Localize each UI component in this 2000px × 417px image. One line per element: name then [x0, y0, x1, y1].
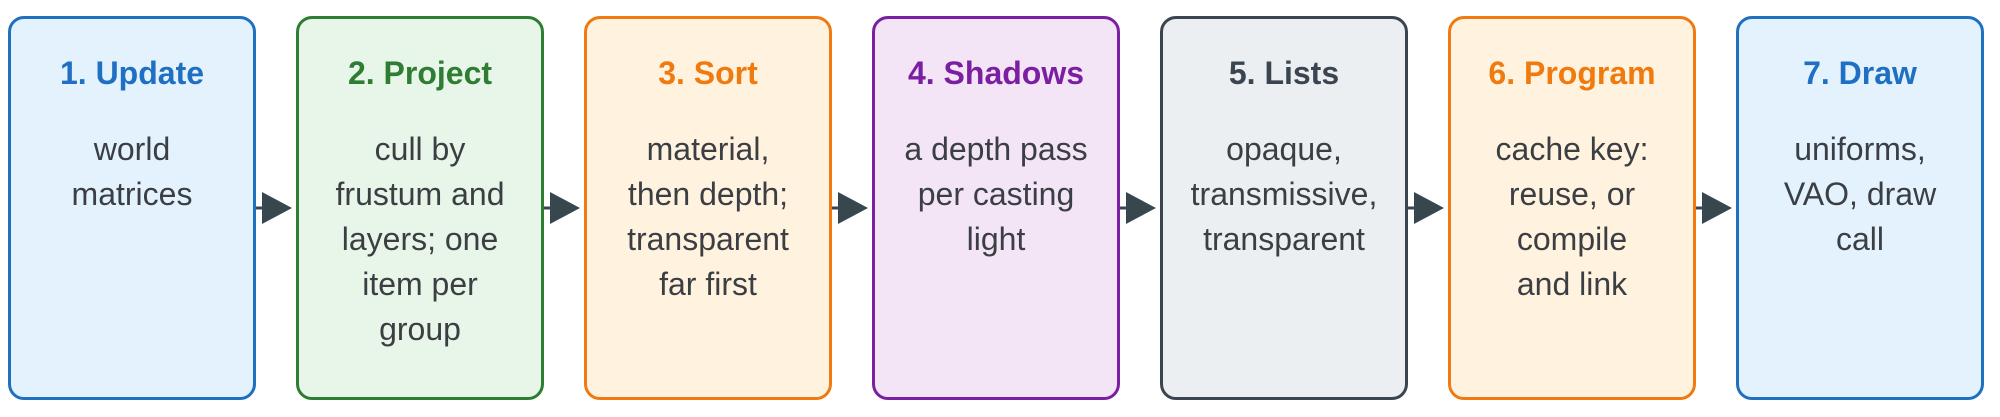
stage-description-line: world: [93, 131, 171, 167]
stage-title: 3. Sort: [658, 55, 758, 91]
stage-title: 4. Shadows: [907, 55, 1085, 91]
stage-title: 5. Lists: [1228, 55, 1340, 91]
stage-description: material, then depth; transparent far first: [599, 127, 817, 307]
stage-description-line: a depth pass: [904, 131, 1088, 167]
stage-description: opaque, transmissive, transparent: [1175, 127, 1393, 262]
stage-description-line: and link: [1516, 266, 1628, 302]
flow-arrow-icon: [544, 192, 580, 224]
flow-arrow-icon: [256, 192, 292, 224]
stage-box-7: 7. Draw uniforms, VAO, draw call: [1736, 16, 1984, 400]
stage-title: 1. Update: [59, 55, 205, 91]
stage-description: cull by frustum and layers; one item per gro…: [311, 127, 529, 352]
stage-box-4: 4. Shadows a depth pass per casting light: [872, 16, 1120, 400]
flow-arrow-icon: [1696, 192, 1732, 224]
stage-description-line: far first: [659, 266, 757, 302]
stage-description-line: item per: [362, 266, 478, 302]
stage-description-line: call: [1835, 221, 1884, 257]
stage-description-line: per casting: [917, 176, 1075, 212]
stage-title: 7. Draw: [1803, 55, 1917, 91]
stage-box-6: 6. Program cache key: reuse, or compile and …: [1448, 16, 1696, 400]
stage-title: 6. Program: [1488, 55, 1656, 91]
stage-description-line: VAO, draw: [1783, 176, 1937, 212]
stage-description-line: frustum and: [335, 176, 505, 212]
stage-description-line: light: [966, 221, 1026, 257]
stage-description-line: uniforms,: [1794, 131, 1926, 167]
stage-box-3: 3. Sort material, then depth; transparent fa…: [584, 16, 832, 400]
stage-description-line: layers; one: [341, 221, 499, 257]
stage-box-1: 1. Update world matrices: [8, 16, 256, 400]
flow-arrow-icon: [1408, 192, 1444, 224]
stage-description-line: group: [379, 311, 461, 347]
stage-description-line: transmissive,: [1190, 176, 1378, 212]
stage-description-line: cull by: [374, 131, 466, 167]
stage-description-line: then depth;: [627, 176, 789, 212]
stage-description: a depth pass per casting light: [887, 127, 1105, 262]
stage-description: uniforms, VAO, draw call: [1751, 127, 1969, 262]
stage-title: 2. Project: [347, 55, 493, 91]
stage-description-line: cache key:: [1495, 131, 1649, 167]
flow-arrow-icon: [1120, 192, 1156, 224]
stage-description: cache key: reuse, or compile and link: [1463, 127, 1681, 307]
flow-arrow-icon: [832, 192, 868, 224]
stage-box-2: 2. Project cull by frustum and layers; one i…: [296, 16, 544, 400]
stage-description: world matrices: [23, 127, 241, 217]
stage-description-line: matrices: [71, 176, 193, 212]
stage-description-line: compile: [1516, 221, 1628, 257]
stage-box-5: 5. Lists opaque, transmissive, transparent: [1160, 16, 1408, 400]
stage-description-line: material,: [646, 131, 770, 167]
stage-description-line: reuse, or: [1508, 176, 1636, 212]
stage-description-line: transparent: [1203, 221, 1365, 257]
stage-description-line: transparent: [627, 221, 789, 257]
stage-description-line: opaque,: [1226, 131, 1342, 167]
